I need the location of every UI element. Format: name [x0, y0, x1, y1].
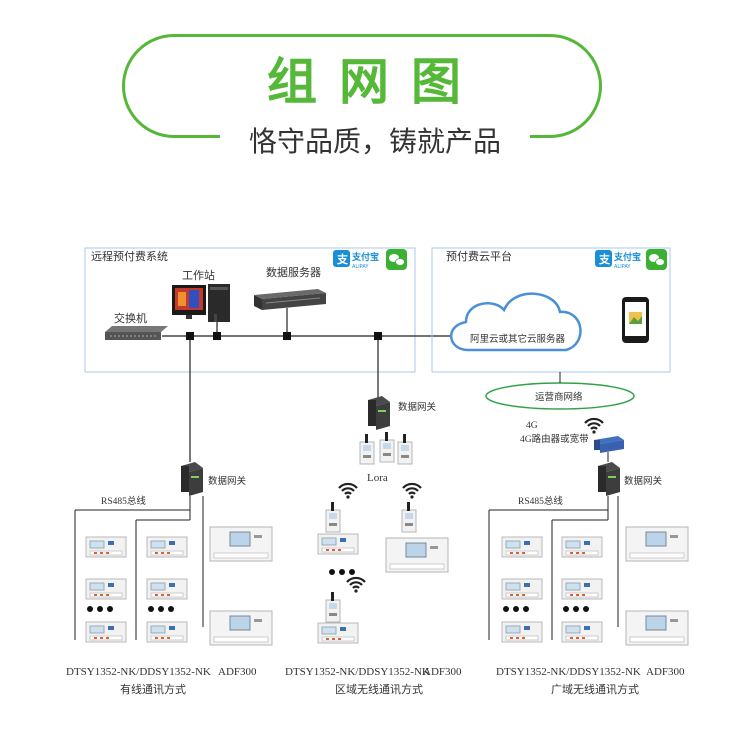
alipay-label: 支付宝: [351, 251, 379, 263]
lora-nodes: [359, 431, 413, 465]
meter-unit: [317, 533, 359, 555]
switch-label: 交换机: [114, 311, 147, 325]
gateway-label: 数据网关: [208, 475, 247, 487]
workstation-icon: [172, 284, 230, 322]
adf-model-label: ADF300: [218, 666, 257, 678]
meter-column: [561, 536, 603, 643]
wechat-pay-icon: [386, 249, 407, 270]
remote-prepay-panel: [84, 247, 416, 373]
meter-column: [85, 536, 127, 643]
page-title: 组网图: [267, 53, 483, 111]
adf300-unit: [625, 610, 689, 646]
meter-column: [501, 536, 543, 643]
meter-model-label: DTSY1352-NK/DDSY1352-NK: [285, 666, 430, 678]
group-caption-wide: 广域无线通讯方式: [551, 682, 639, 696]
group-caption-regional: 区域无线通讯方式: [335, 682, 423, 696]
page-subtitle: 恪守品质，铸就产品: [220, 124, 530, 160]
wifi-icon: [337, 482, 359, 500]
more-dots: [329, 569, 355, 575]
alipay-sub: ALIPAY: [352, 264, 369, 270]
gateway-icon: [598, 462, 620, 496]
wireless-meter: [325, 501, 341, 533]
wireless-meter: [325, 591, 341, 623]
rs485-label: RS485总线: [518, 495, 563, 507]
router-label: 4G路由器或宽带: [520, 433, 589, 445]
alipay-logo: 支 支付宝 ALIPAY: [333, 250, 379, 270]
fourg-label: 4G: [526, 421, 538, 431]
switch-icon: [105, 326, 168, 340]
lora-label: Lora: [367, 472, 388, 484]
adf-model-label: ADF300: [646, 666, 685, 678]
cloud-platform-panel: [431, 247, 671, 373]
data-server-icon: [254, 289, 326, 310]
adf300-unit: [385, 537, 449, 573]
bus-node: [283, 332, 291, 340]
gateway-icon: [181, 462, 203, 496]
wifi-icon: [345, 576, 367, 594]
alipay-sub: ALIPAY: [614, 264, 631, 270]
cloud-platform-title: 预付费云平台: [446, 249, 512, 263]
bus-node: [186, 332, 194, 340]
adf300-unit: [625, 526, 689, 562]
router-icon: [594, 436, 624, 453]
alipay-logo: 支 支付宝 ALIPAY: [595, 250, 641, 270]
wifi-icon: [583, 417, 605, 435]
cloud-label: 阿里云或其它云服务器: [470, 333, 566, 345]
bus-node: [213, 332, 221, 340]
meter-model-label: DTSY1352-NK/DDSY1352-NK: [496, 666, 641, 678]
rs485-label: RS485总线: [101, 495, 146, 507]
alipay-label: 支付宝: [613, 251, 641, 263]
bus-node: [374, 332, 382, 340]
meter-model-label: DTSY1352-NK/DDSY1352-NK: [66, 666, 211, 678]
gateway-label: 数据网关: [624, 475, 663, 487]
cloud-icon: [449, 292, 582, 352]
gateway-icon: [368, 396, 390, 430]
wifi-icon: [401, 482, 423, 500]
wireless-meter: [401, 501, 417, 533]
svg-text:支: 支: [598, 252, 611, 266]
data-server-label: 数据服务器: [266, 265, 321, 279]
wechat-pay-icon: [646, 249, 667, 270]
svg-text:支: 支: [336, 252, 349, 266]
workstation-label: 工作站: [182, 268, 215, 282]
remote-prepay-title: 远程预付费系统: [91, 250, 168, 263]
adf300-unit: [209, 610, 273, 646]
phone-icon: [622, 297, 649, 343]
operator-network-label: 运营商网络: [535, 391, 583, 403]
meter-column: [146, 536, 188, 643]
adf-model-label: ADF300: [423, 666, 462, 678]
adf300-unit: [209, 526, 273, 562]
group-caption-wired: 有线通讯方式: [120, 682, 186, 696]
gateway-label: 数据网关: [398, 401, 437, 413]
meter-unit: [317, 622, 359, 644]
